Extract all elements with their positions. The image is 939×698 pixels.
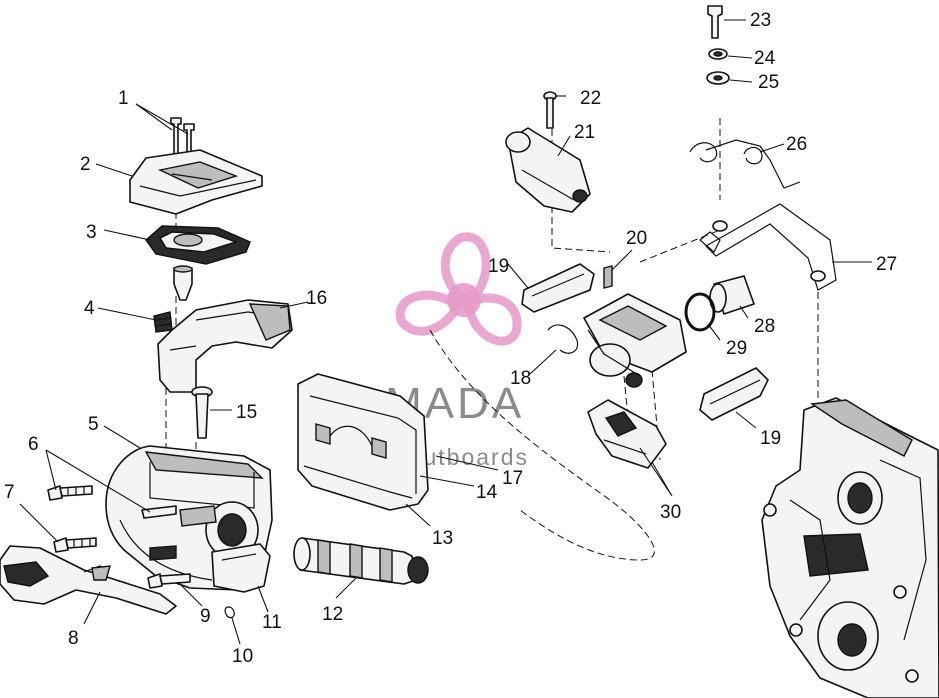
sleeve-part-28 <box>709 275 755 315</box>
oring-part-29 <box>684 292 716 332</box>
screw-part-7 <box>53 537 97 553</box>
callout-6: 6 <box>28 434 39 455</box>
spring-part-18 <box>547 324 579 354</box>
callout-21: 21 <box>574 122 595 143</box>
callout-22: 22 <box>580 88 601 109</box>
handle-part-8 <box>0 545 177 615</box>
bolt-part-23 <box>707 5 723 39</box>
plunger-part-3b <box>173 265 193 301</box>
callout-18: 18 <box>510 368 531 389</box>
screw-part-22 <box>543 91 557 129</box>
callout-3: 3 <box>86 222 97 243</box>
callout-9: 9 <box>200 606 211 627</box>
callout-11: 11 <box>262 612 282 633</box>
callout-26: 26 <box>786 134 807 155</box>
plate-part-19-lower <box>699 367 769 421</box>
gasket-part-3 <box>145 225 251 265</box>
callout-25: 25 <box>758 72 779 93</box>
callout-24: 24 <box>754 48 776 69</box>
callout-numbers: 1 2 3 4 5 6 7 8 9 10 11 12 13 14 15 16 1… <box>4 10 897 667</box>
throttle-lever-part-16 <box>157 299 293 393</box>
cover-part-2 <box>129 149 263 215</box>
callout-19-upper: 19 <box>488 256 509 277</box>
washer-part-24 <box>708 48 728 60</box>
callout-27: 27 <box>876 254 897 275</box>
callout-14: 14 <box>476 482 498 503</box>
washer-part-25 <box>706 71 730 85</box>
carrier-part-center <box>583 293 687 388</box>
bracket-part-30 <box>587 399 667 469</box>
leader-lines <box>19 19 872 645</box>
pin-part-15 <box>191 386 213 439</box>
callout-16: 16 <box>306 288 327 309</box>
callout-23: 23 <box>750 10 771 31</box>
callout-17: 17 <box>502 468 523 489</box>
screw-part-6 <box>47 485 93 501</box>
callout-8: 8 <box>68 628 79 649</box>
callout-7: 7 <box>4 482 15 503</box>
callout-30: 30 <box>660 502 681 523</box>
cover-part-21 <box>505 127 591 213</box>
callout-5: 5 <box>88 414 99 435</box>
screw-part-6b <box>141 505 177 519</box>
clip-part-10 <box>224 606 235 619</box>
bracket-part-11 <box>211 543 271 593</box>
callout-28: 28 <box>754 316 775 337</box>
callout-29: 29 <box>726 338 747 359</box>
propeller-icon <box>395 232 522 346</box>
callout-4: 4 <box>84 298 95 319</box>
screw-part-9 <box>147 573 191 589</box>
spring-part-4 <box>153 311 173 333</box>
callout-1: 1 <box>118 88 129 109</box>
frame-part-27 <box>699 203 837 291</box>
gear-housing-right <box>761 397 939 698</box>
cover-part-13 <box>297 373 429 511</box>
callout-10: 10 <box>232 646 253 667</box>
callout-13: 13 <box>432 528 453 549</box>
linkage-spring-part-26 <box>689 139 801 189</box>
callout-2: 2 <box>80 154 91 175</box>
callout-15: 15 <box>236 402 257 423</box>
pin-part-20 <box>603 265 613 289</box>
callout-12: 12 <box>322 604 343 625</box>
plate-part-19-upper <box>521 263 595 313</box>
callout-20: 20 <box>626 228 647 249</box>
shaft-part-12 <box>293 537 429 585</box>
callout-19-lower: 19 <box>760 428 781 449</box>
